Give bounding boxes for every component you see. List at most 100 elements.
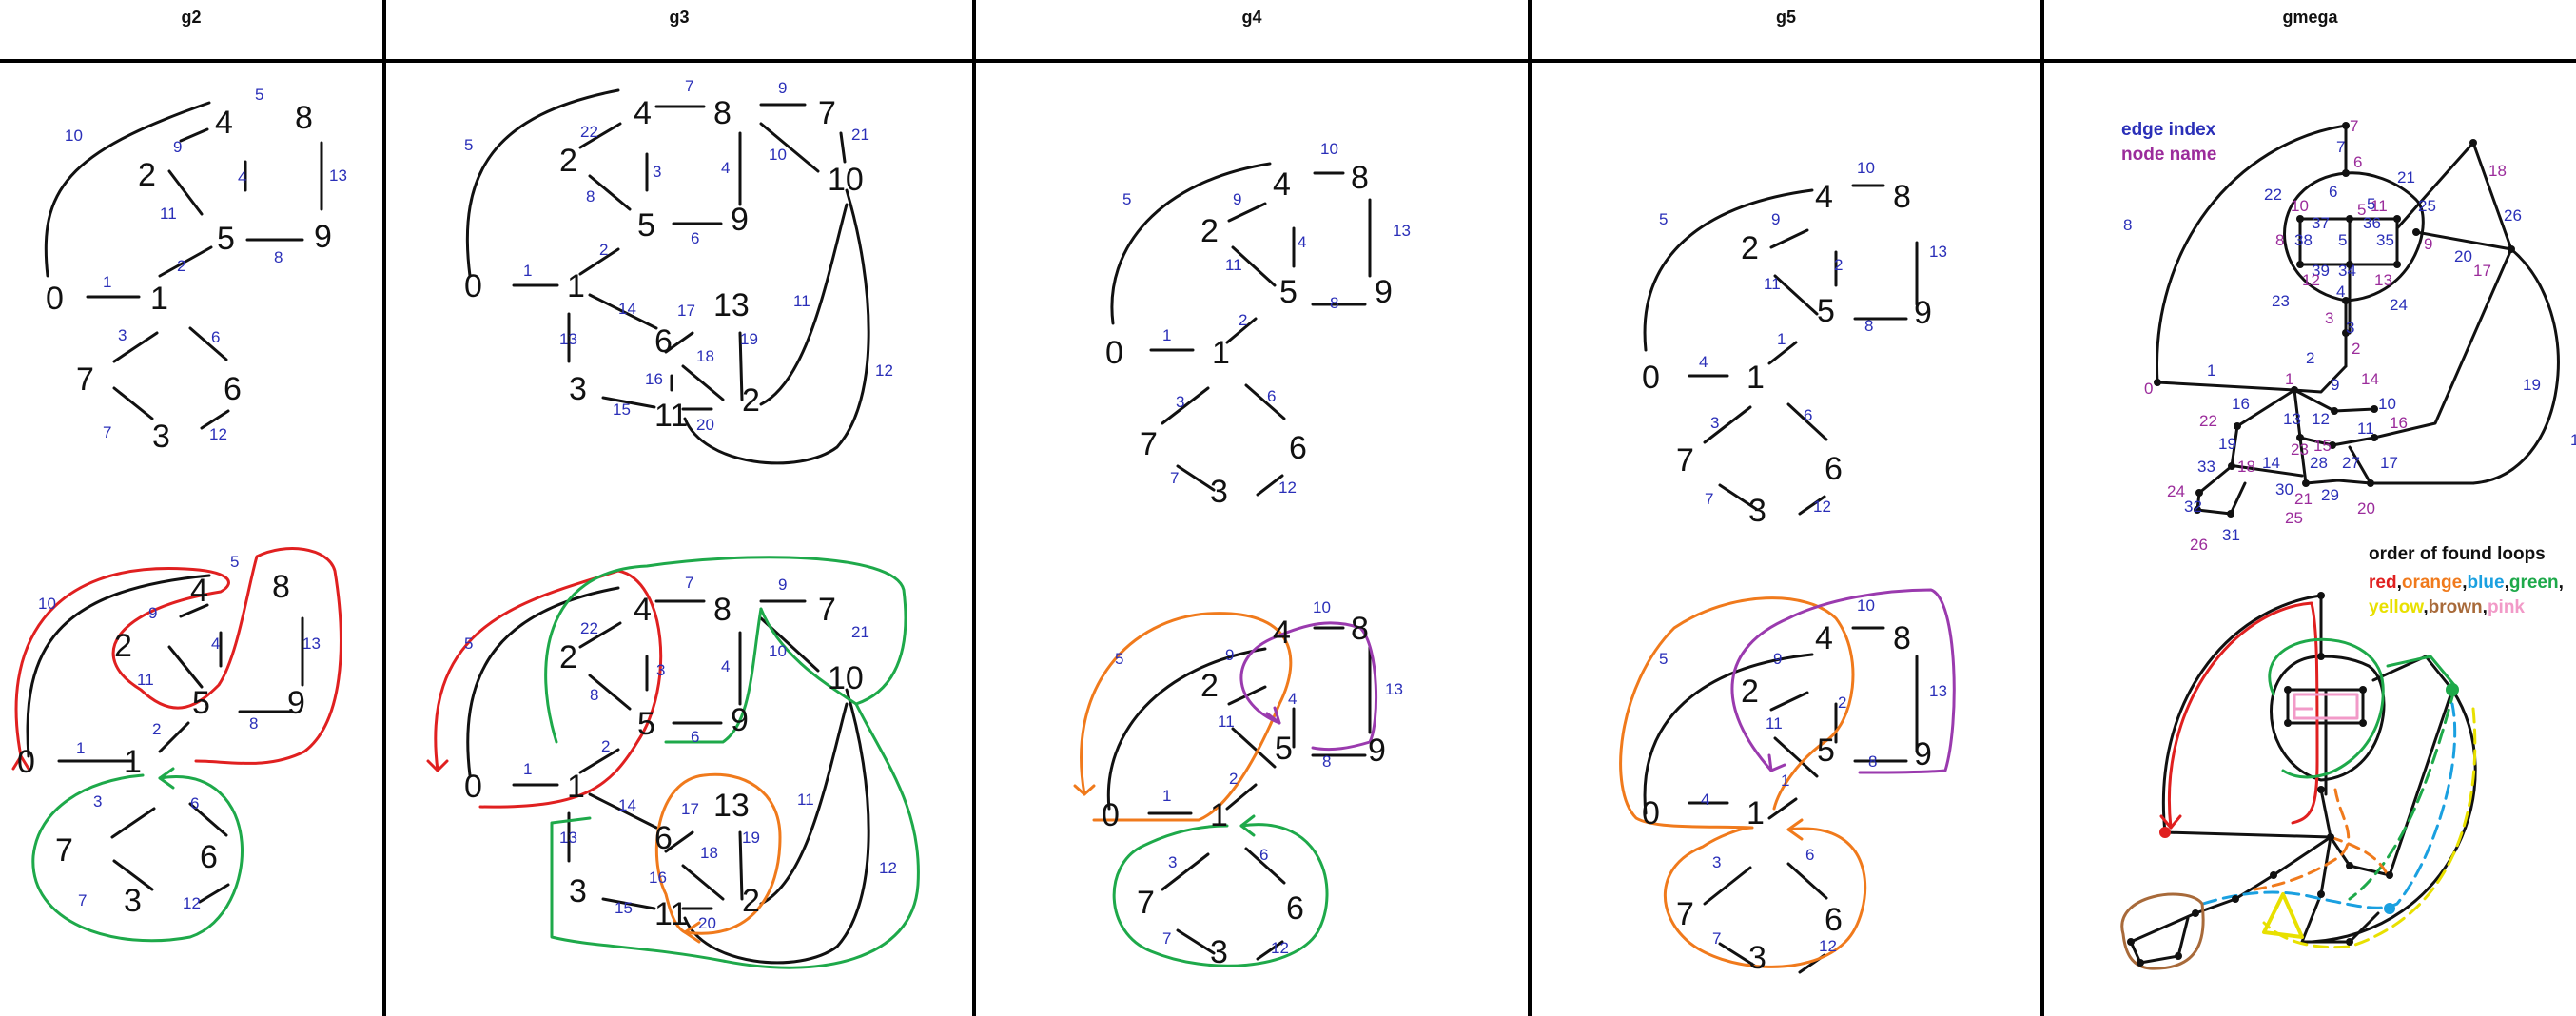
svg-text:16: 16	[2390, 414, 2408, 432]
svg-text:33: 33	[2197, 458, 2215, 476]
g2-node-3: 3	[152, 419, 170, 455]
svg-text:6: 6	[1825, 902, 1843, 938]
svg-text:7: 7	[55, 832, 73, 869]
svg-text:9: 9	[1771, 210, 1780, 228]
svg-text:19: 19	[2523, 376, 2541, 394]
svg-text:35: 35	[2376, 231, 2394, 249]
svg-text:36: 36	[2363, 214, 2381, 232]
svg-text:18: 18	[700, 844, 718, 862]
svg-text:8: 8	[586, 187, 595, 205]
svg-text:17: 17	[681, 800, 699, 818]
g2-node-1: 1	[150, 281, 168, 317]
svg-text:2: 2	[114, 628, 132, 664]
column-divider-2	[972, 0, 976, 1016]
svg-text:30: 30	[2275, 480, 2293, 498]
svg-text:3: 3	[1712, 853, 1721, 871]
svg-text:9: 9	[731, 702, 749, 738]
svg-text:8: 8	[2123, 216, 2132, 234]
svg-text:1: 1	[1781, 772, 1789, 790]
svg-text:28: 28	[2310, 454, 2328, 472]
svg-text:3: 3	[569, 371, 587, 407]
svg-text:1: 1	[523, 760, 532, 778]
svg-text:8: 8	[1893, 620, 1911, 656]
svg-text:4: 4	[1273, 615, 1291, 651]
svg-text:12: 12	[2302, 271, 2320, 289]
svg-text:9: 9	[731, 202, 749, 238]
svg-text:20: 20	[696, 416, 714, 434]
svg-text:6: 6	[691, 229, 699, 247]
svg-text:11: 11	[797, 791, 814, 809]
g2-node-7: 7	[76, 361, 94, 398]
svg-text:9: 9	[1368, 733, 1386, 769]
svg-text:9: 9	[1773, 650, 1782, 668]
svg-text:23: 23	[2272, 292, 2290, 310]
svg-text:20: 20	[698, 914, 716, 932]
svg-text:6: 6	[1267, 387, 1276, 405]
svg-text:7: 7	[685, 77, 693, 95]
svg-text:0: 0	[17, 744, 35, 780]
svg-text:4: 4	[634, 592, 652, 628]
svg-text:2: 2	[1838, 694, 1846, 712]
svg-text:3: 3	[124, 883, 142, 919]
svg-text:7: 7	[818, 592, 836, 628]
svg-text:38: 38	[2294, 231, 2313, 249]
svg-text:3: 3	[569, 873, 587, 909]
svg-text:8: 8	[1351, 160, 1369, 196]
svg-text:13: 13	[329, 166, 347, 185]
svg-text:25: 25	[2418, 197, 2436, 215]
svg-text:26: 26	[2190, 536, 2208, 554]
svg-text:9: 9	[1375, 274, 1393, 310]
svg-text:9: 9	[778, 79, 787, 97]
svg-text:10: 10	[828, 660, 864, 696]
svg-text:16: 16	[2232, 395, 2250, 413]
svg-text:21: 21	[851, 623, 869, 641]
svg-text:16: 16	[649, 869, 667, 887]
svg-text:3: 3	[2346, 319, 2354, 337]
svg-text:26: 26	[2504, 206, 2522, 225]
svg-text:7: 7	[1676, 896, 1694, 932]
svg-text:39: 39	[2312, 262, 2330, 280]
svg-text:8: 8	[274, 248, 283, 266]
svg-text:12: 12	[1813, 498, 1831, 516]
svg-text:12: 12	[1278, 479, 1297, 497]
svg-text:1: 1	[2285, 370, 2293, 388]
svg-text:4: 4	[721, 657, 730, 675]
svg-text:2: 2	[1229, 770, 1238, 788]
svg-text:9: 9	[1233, 190, 1241, 208]
g2-node-6: 6	[224, 371, 242, 407]
svg-text:32: 32	[2184, 498, 2202, 516]
svg-text:5: 5	[2367, 195, 2375, 213]
svg-text:7: 7	[1676, 442, 1694, 479]
svg-text:10: 10	[1857, 596, 1875, 615]
svg-text:3: 3	[1210, 474, 1228, 510]
svg-text:22: 22	[580, 619, 598, 637]
header-divider	[0, 59, 2576, 63]
svg-text:10: 10	[38, 595, 56, 613]
svg-text:23: 23	[2291, 440, 2309, 459]
svg-text:0: 0	[2144, 380, 2153, 398]
svg-text:19: 19	[2218, 435, 2236, 453]
svg-text:4: 4	[1815, 179, 1833, 215]
svg-text:11: 11	[1225, 256, 1242, 274]
svg-text:11: 11	[793, 292, 810, 310]
svg-text:13: 13	[559, 330, 577, 348]
svg-text:8: 8	[1330, 294, 1338, 312]
svg-text:14: 14	[2262, 454, 2280, 472]
svg-text:2: 2	[1200, 668, 1219, 704]
svg-text:8: 8	[2275, 231, 2284, 249]
svg-text:22: 22	[2264, 186, 2282, 204]
svg-text:14: 14	[618, 796, 636, 814]
svg-text:10: 10	[769, 642, 787, 660]
svg-text:6: 6	[654, 820, 673, 856]
g2-node-9: 9	[314, 219, 332, 255]
svg-text:13: 13	[1929, 682, 1947, 700]
svg-text:4: 4	[1701, 791, 1709, 809]
svg-text:5: 5	[1817, 293, 1835, 329]
svg-text:5: 5	[637, 207, 655, 244]
svg-text:19: 19	[740, 330, 758, 348]
